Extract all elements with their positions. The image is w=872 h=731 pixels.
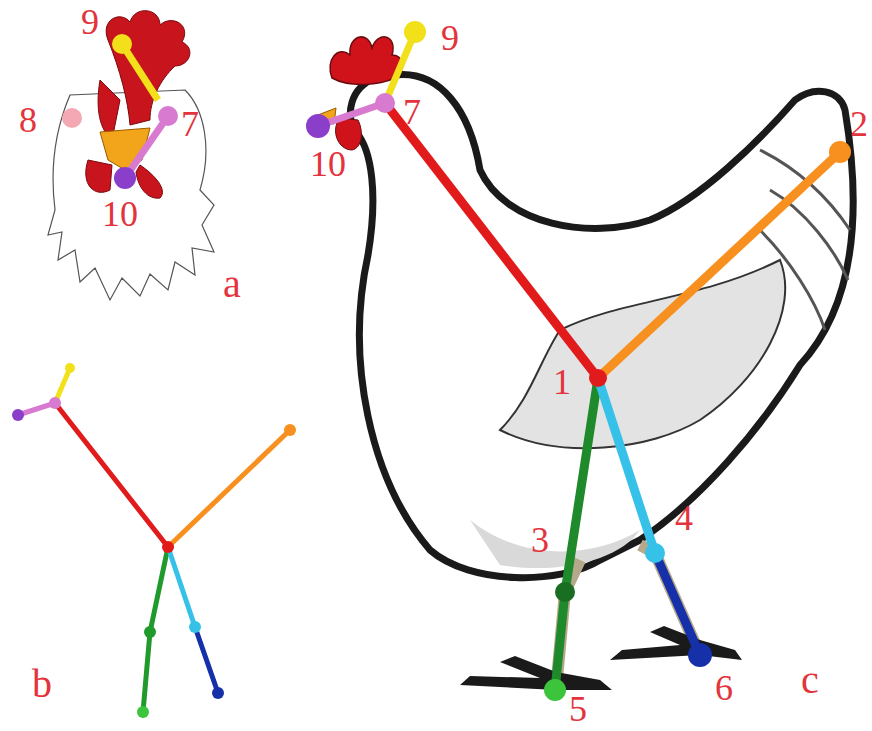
keypoint [65,363,75,373]
callout-number: 7 [403,94,421,130]
keypoint-link [598,152,840,378]
belly-shade [470,520,640,568]
keypoint-link [598,378,655,553]
skeleton-link [195,627,218,693]
callout-number: 5 [569,691,587,727]
callout-number: 1 [553,364,571,400]
comb [330,37,403,85]
callout-number: 8 [19,102,37,138]
keypoint [49,397,61,409]
panel-label: c [801,660,819,700]
wing [500,260,785,448]
skeleton-link [55,403,168,547]
callout-number: 3 [531,522,549,558]
keypoint [112,34,132,54]
callout-number: 7 [181,106,199,142]
callout-number: 2 [850,106,868,142]
wattle [136,165,162,198]
callout-number: 9 [441,20,459,56]
wattle [86,160,112,192]
keypoint [212,687,224,699]
keypoint [284,424,296,436]
keypoint [162,541,174,553]
head-front-view [48,11,214,300]
keypoint [144,626,156,638]
keypoint [688,643,712,667]
keypoint-link [555,378,598,690]
keypoint-link [125,116,168,178]
keypoint [829,141,851,163]
keypoint [589,369,607,387]
tail-feathers [760,150,850,330]
chicken-outline [350,75,853,578]
keypoint [12,409,24,421]
chicken-illustration [306,21,853,701]
skeleton [12,363,296,718]
keypoint [306,114,330,138]
keypoint [114,167,136,189]
keypoint [645,543,665,563]
callout-number: 10 [102,196,138,232]
keypoint [158,106,178,126]
keypoint [375,93,395,113]
keypoint-link [385,103,598,378]
keypoint [62,108,82,128]
skeleton-link [143,547,168,712]
skeleton-link [168,547,195,627]
keypoint [544,679,566,701]
callout-number: 6 [715,670,733,706]
callout-number: 4 [675,500,693,536]
keypoint [137,706,149,718]
keypoint-link [655,553,700,655]
panel-label: a [223,264,241,304]
claw [460,656,612,690]
keypoint [404,21,426,43]
panel-label: b [32,664,52,704]
keypoint-link [385,32,415,103]
keypoint [555,582,575,602]
callout-number: 10 [310,146,346,182]
skeleton-link [168,430,290,547]
callout-number: 9 [81,4,99,40]
claw [610,626,742,660]
keypoint [189,621,201,633]
